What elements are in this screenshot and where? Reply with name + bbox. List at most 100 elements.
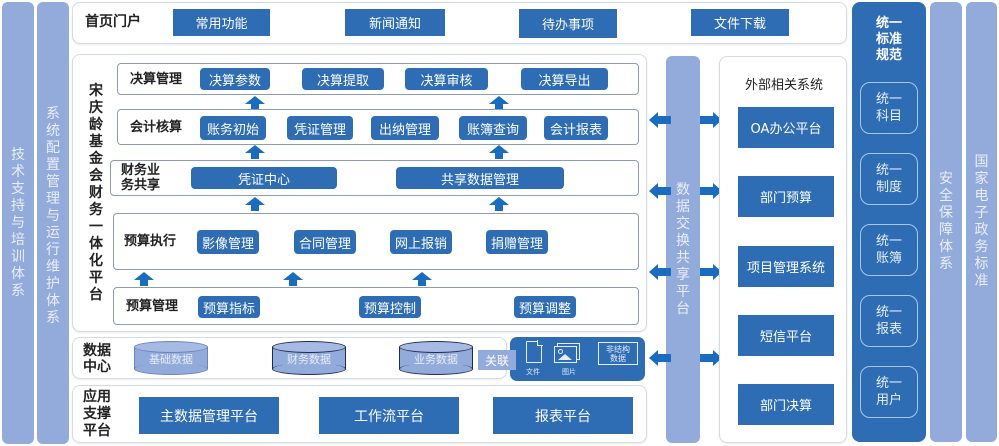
left-arrow-icon: [649, 112, 671, 128]
data-exchange-char: 台: [676, 300, 690, 317]
security-column: 安全保障体系: [930, 2, 962, 442]
standard-item-ledger[interactable]: 统一 账簿: [860, 224, 918, 276]
standards-title-line2: 标准: [875, 32, 902, 47]
gov-standard-char: 标: [974, 256, 989, 272]
portal-btn-download[interactable]: 文件下载: [691, 9, 789, 36]
portal-btn-todo[interactable]: 待办事项: [519, 9, 617, 38]
up-arrow-icon: [245, 96, 265, 110]
external-system-item[interactable]: OA办公平台: [738, 107, 834, 148]
accounting-item[interactable]: 出纳管理: [371, 116, 439, 140]
row-shared-services: 财务业 务共享 凭证中心 共享数据管理: [110, 160, 639, 196]
shared-services-label: 财务业 务共享: [121, 163, 160, 193]
system-config-char: 体: [46, 293, 60, 309]
external-system-item[interactable]: 项目管理系统: [738, 246, 834, 287]
data-exchange-char: 交: [676, 215, 690, 232]
standard-item-subjects[interactable]: 统一 科目: [860, 82, 918, 134]
budget-execution-label: 预算执行: [124, 234, 177, 249]
external-systems-title: 外部相关系统: [744, 78, 823, 93]
up-arrow-icon: [283, 272, 303, 286]
data-exchange-char: 共: [676, 249, 690, 266]
portal-btn-common[interactable]: 常用功能: [173, 9, 270, 36]
security-char: 障: [939, 222, 953, 238]
data-exchange-char: 享: [676, 266, 690, 283]
security-char: 系: [939, 256, 953, 272]
standard-item-users[interactable]: 统一 用户: [860, 366, 918, 418]
image-icon: [554, 343, 580, 363]
accounting-item[interactable]: 会计报表: [544, 116, 608, 140]
budget-execution-item[interactable]: 合同管理: [294, 230, 356, 254]
right-arrow-icon: [700, 350, 722, 366]
platform-title-char: 财: [89, 185, 103, 201]
budget-management-item[interactable]: 预算调整: [514, 296, 576, 318]
right-arrow-icon: [700, 183, 722, 199]
external-system-item[interactable]: 短信平台: [738, 315, 834, 356]
external-system-item[interactable]: 部门预算: [738, 176, 834, 217]
standard-item-system[interactable]: 统一 制度: [860, 153, 918, 205]
up-arrow-icon: [134, 272, 154, 286]
system-config-char: 置: [46, 157, 60, 173]
data-center-label-line2: 中心: [83, 359, 111, 375]
database-basic: 基础数据: [134, 341, 208, 375]
standard-item-line1: 统一: [875, 234, 902, 249]
data-center-label: 数据 中心: [83, 343, 111, 375]
data-exchange-char: 据: [676, 198, 690, 215]
system-config-char: 运: [46, 225, 60, 241]
platform-title-char: 务: [89, 202, 103, 218]
system-config-char: 系: [46, 310, 60, 326]
standard-item-line2: 用户: [875, 393, 902, 408]
accounting-item[interactable]: 账务初始: [200, 116, 266, 140]
unstructured-line2: 数据: [610, 354, 626, 363]
system-config-char: 统: [46, 123, 60, 139]
app-support-item[interactable]: 报表平台: [493, 397, 633, 434]
budget-management-item[interactable]: 预算控制: [359, 296, 421, 318]
portal-btn-news[interactable]: 新闻通知: [345, 9, 445, 36]
accounting-item[interactable]: 凭证管理: [287, 116, 353, 140]
gov-standard-char: 家: [974, 171, 989, 187]
platform-title-char: 体: [89, 236, 103, 252]
shared-services-item[interactable]: 凭证中心: [191, 167, 337, 189]
budget-management-item[interactable]: 预算指标: [198, 296, 260, 318]
external-system-item[interactable]: 部门决算: [738, 384, 834, 425]
tech-support-column: 技术支持与培训体系: [2, 2, 34, 444]
tech-support-char: 培: [11, 231, 25, 248]
standard-item-reports[interactable]: 统一 报表: [860, 295, 918, 347]
platform-title-char: 庆: [89, 100, 103, 116]
budget-execution-item[interactable]: 捐赠管理: [486, 230, 548, 254]
budget-execution-item[interactable]: 网上报销: [390, 230, 452, 254]
platform-title-char: 龄: [89, 117, 103, 133]
accounting-item[interactable]: 账簿查询: [459, 116, 527, 140]
system-config-char: 理: [46, 191, 60, 207]
app-support-item[interactable]: 主数据管理平台: [139, 397, 279, 434]
system-config-char: 管: [46, 174, 60, 190]
final-accounts-item[interactable]: 决算审核: [405, 68, 488, 90]
data-exchange-char: 换: [676, 232, 690, 249]
final-accounts-item[interactable]: 决算提取: [302, 68, 384, 90]
up-arrow-icon: [489, 96, 509, 110]
up-arrow-icon: [412, 272, 432, 286]
final-accounts-label: 决算管理: [130, 72, 183, 87]
final-accounts-item[interactable]: 决算参数: [200, 68, 270, 90]
gov-standard-char: 务: [974, 239, 989, 255]
up-arrow-icon: [489, 145, 509, 159]
system-config-char: 护: [46, 276, 60, 292]
external-systems-panel: 外部相关系统 OA办公平台 部门预算 项目管理系统 短信平台 部门决算: [719, 56, 847, 443]
app-support-item[interactable]: 工作流平台: [319, 397, 459, 434]
row-budget-management: 预算管理 预算指标 预算控制 预算调整: [113, 287, 639, 325]
database-business-label: 业务数据: [414, 353, 458, 366]
standard-item-line2: 账簿: [875, 251, 902, 266]
system-config-char: 系: [46, 106, 60, 122]
database-finance: 财务数据: [272, 341, 346, 375]
final-accounts-item[interactable]: 决算导出: [521, 68, 608, 90]
app-support-label-line3: 平台: [83, 423, 111, 439]
unstructured-line1: 非结构: [606, 345, 630, 354]
database-business: 业务数据: [399, 341, 473, 375]
tech-support-char: 与: [11, 214, 25, 231]
budget-execution-item[interactable]: 影像管理: [197, 230, 259, 254]
shared-services-label-line1: 财务业: [121, 163, 161, 178]
shared-services-item[interactable]: 共享数据管理: [396, 167, 564, 189]
left-arrow-icon: [649, 183, 671, 199]
tech-support-char: 支: [11, 180, 25, 197]
standard-item-line2: 科目: [875, 109, 902, 124]
file-icon: [526, 340, 543, 363]
unified-standards-panel: 统一 标准 规范 统一 科目 统一 制度 统一 账簿 统一 报表 统一 用户: [852, 2, 926, 442]
